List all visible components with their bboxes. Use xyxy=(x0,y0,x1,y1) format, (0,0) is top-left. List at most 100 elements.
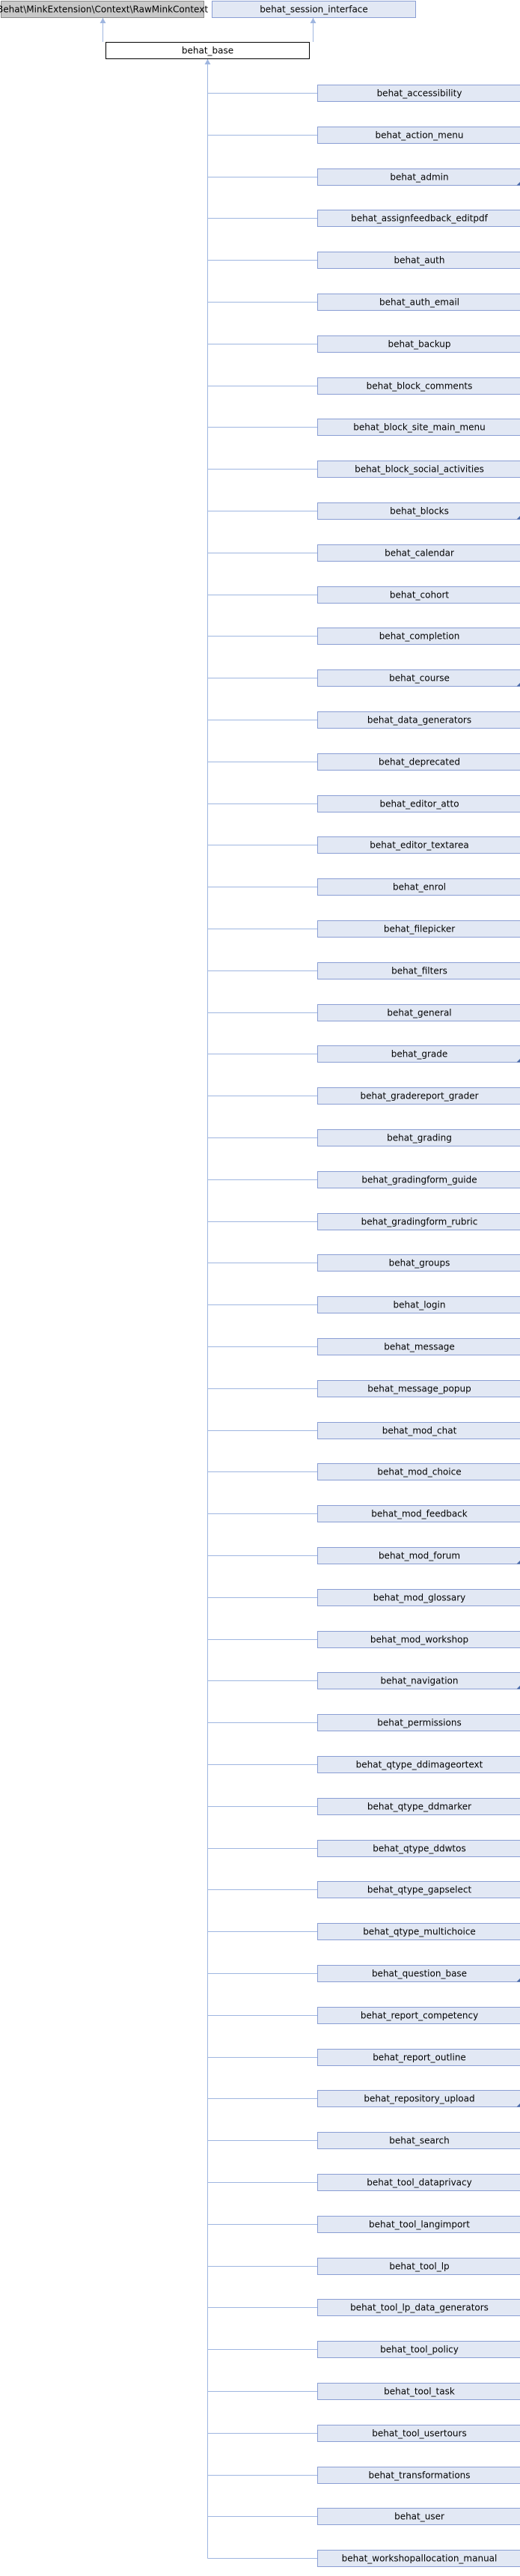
class-node-behat-groups[interactable]: behat_groups xyxy=(317,1254,520,1272)
class-node-behat-assignfeedback-editpdf[interactable]: behat_assignfeedback_editpdf xyxy=(317,210,520,227)
class-node-behat-filepicker[interactable]: behat_filepicker xyxy=(317,920,520,938)
class-node-behat-course[interactable]: behat_course xyxy=(317,669,520,687)
class-node-behat-editor-atto-box[interactable] xyxy=(317,795,520,812)
class-node-behat-question-base[interactable]: behat_question_base xyxy=(317,1965,520,1982)
class-node-behat-action-menu[interactable]: behat_action_menu xyxy=(317,127,520,144)
class-node-behat-tool-dataprivacy-box[interactable] xyxy=(317,2174,520,2191)
class-node-behat-qtype-ddimageortext[interactable]: behat_qtype_ddimageortext xyxy=(317,1756,520,1773)
class-node-behat-tool-task[interactable]: behat_tool_task xyxy=(317,2383,520,2400)
class-node-behat-block-site-main-menu-box[interactable] xyxy=(317,419,520,436)
class-node-behat-base[interactable]: behat_base xyxy=(105,42,310,59)
class-node-behat-editor-atto[interactable]: behat_editor_atto xyxy=(317,795,520,812)
class-node-behat-tool-policy[interactable]: behat_tool_policy xyxy=(317,2341,520,2358)
class-node-behat-qtype-multichoice[interactable]: behat_qtype_multichoice xyxy=(317,1923,520,1940)
class-node-behat-qtype-ddwtos-box[interactable] xyxy=(317,1840,520,1857)
class-node-behat-search-box[interactable] xyxy=(317,2132,520,2149)
class-node-behat-gradingform-rubric[interactable]: behat_gradingform_rubric xyxy=(317,1213,520,1230)
class-node-behat-blocks-box[interactable] xyxy=(317,502,520,520)
class-node-behat-enrol[interactable]: behat_enrol xyxy=(317,878,520,896)
class-node-behat-tool-langimport-box[interactable] xyxy=(317,2216,520,2233)
class-node-behat-assignfeedback-editpdf-box[interactable] xyxy=(317,210,520,227)
class-node-behat-groups-box[interactable] xyxy=(317,1254,520,1272)
class-node-behat-login-box[interactable] xyxy=(317,1296,520,1313)
class-node-behat-qtype-gapselect[interactable]: behat_qtype_gapselect xyxy=(317,1881,520,1898)
class-node-behat-block-site-main-menu[interactable]: behat_block_site_main_menu xyxy=(317,419,520,436)
class-node-behat-data-generators-box[interactable] xyxy=(317,711,520,729)
class-node-behat-tool-dataprivacy[interactable]: behat_tool_dataprivacy xyxy=(317,2174,520,2191)
class-node-behat-search[interactable]: behat_search xyxy=(317,2132,520,2149)
class-node-behat-blocks[interactable]: behat_blocks xyxy=(317,502,520,520)
class-node-behat-mod-forum-box[interactable] xyxy=(317,1547,520,1564)
class-node-behat-calendar-box[interactable] xyxy=(317,544,520,562)
class-node-behat-enrol-box[interactable] xyxy=(317,878,520,896)
class-node-behat-tool-task-box[interactable] xyxy=(317,2383,520,2400)
class-node-behat-auth-email-box[interactable] xyxy=(317,294,520,311)
class-node-raw-mink-context[interactable]: Behat\MinkExtension\Context\RawMinkConte… xyxy=(0,1,208,18)
class-node-behat-workshopallocation-manual[interactable]: behat_workshopallocation_manual xyxy=(317,2550,520,2567)
class-node-behat-grade[interactable]: behat_grade xyxy=(317,1045,520,1063)
class-node-behat-backup[interactable]: behat_backup xyxy=(317,335,520,353)
class-node-behat-tool-usertours[interactable]: behat_tool_usertours xyxy=(317,2425,520,2442)
class-node-behat-qtype-ddmarker-box[interactable] xyxy=(317,1798,520,1815)
class-node-behat-base-box[interactable] xyxy=(105,42,310,59)
class-node-behat-qtype-ddwtos[interactable]: behat_qtype_ddwtos xyxy=(317,1840,520,1857)
class-node-behat-navigation[interactable]: behat_navigation xyxy=(317,1672,520,1689)
class-node-behat-auth-box[interactable] xyxy=(317,252,520,269)
class-node-behat-message-box[interactable] xyxy=(317,1338,520,1355)
class-node-behat-qtype-multichoice-box[interactable] xyxy=(317,1923,520,1940)
class-node-behat-grade-box[interactable] xyxy=(317,1045,520,1063)
class-node-behat-gradingform-guide[interactable]: behat_gradingform_guide xyxy=(317,1171,520,1188)
class-node-behat-gradingform-rubric-box[interactable] xyxy=(317,1213,520,1230)
class-node-behat-grading[interactable]: behat_grading xyxy=(317,1129,520,1146)
class-node-behat-course-box[interactable] xyxy=(317,669,520,687)
class-node-behat-repository-upload[interactable]: behat_repository_upload xyxy=(317,2090,520,2107)
class-node-behat-admin[interactable]: behat_admin xyxy=(317,168,520,186)
class-node-raw-mink-context-box[interactable] xyxy=(1,1,204,18)
class-node-behat-deprecated[interactable]: behat_deprecated xyxy=(317,753,520,771)
class-node-behat-tool-langimport[interactable]: behat_tool_langimport xyxy=(317,2216,520,2233)
class-node-behat-editor-textarea-box[interactable] xyxy=(317,836,520,854)
class-node-behat-mod-chat-box[interactable] xyxy=(317,1422,520,1439)
class-node-behat-report-outline-box[interactable] xyxy=(317,2049,520,2066)
class-node-behat-mod-choice[interactable]: behat_mod_choice xyxy=(317,1463,520,1480)
class-node-behat-block-social-activities-box[interactable] xyxy=(317,461,520,478)
class-node-behat-completion-box[interactable] xyxy=(317,628,520,645)
class-node-behat-tool-lp[interactable]: behat_tool_lp xyxy=(317,2258,520,2275)
class-node-behat-report-competency[interactable]: behat_report_competency xyxy=(317,2007,520,2024)
class-node-behat-mod-glossary-box[interactable] xyxy=(317,1589,520,1606)
class-node-behat-question-base-box[interactable] xyxy=(317,1965,520,1982)
class-node-behat-transformations-box[interactable] xyxy=(317,2467,520,2484)
class-node-behat-report-competency-box[interactable] xyxy=(317,2007,520,2024)
class-node-behat-repository-upload-box[interactable] xyxy=(317,2090,520,2107)
class-node-behat-permissions[interactable]: behat_permissions xyxy=(317,1714,520,1731)
class-node-behat-tool-usertours-box[interactable] xyxy=(317,2425,520,2442)
class-node-behat-block-social-activities[interactable]: behat_block_social_activities xyxy=(317,461,520,478)
class-node-behat-login[interactable]: behat_login xyxy=(317,1296,520,1313)
class-node-behat-mod-choice-box[interactable] xyxy=(317,1463,520,1480)
class-node-behat-workshopallocation-manual-box[interactable] xyxy=(317,2550,520,2567)
class-node-behat-admin-box[interactable] xyxy=(317,168,520,186)
class-node-behat-data-generators[interactable]: behat_data_generators xyxy=(317,711,520,729)
class-node-behat-mod-feedback[interactable]: behat_mod_feedback xyxy=(317,1505,520,1522)
class-node-behat-user-box[interactable] xyxy=(317,2508,520,2525)
class-node-behat-mod-forum[interactable]: behat_mod_forum xyxy=(317,1547,520,1564)
class-node-behat-message-popup-box[interactable] xyxy=(317,1380,520,1397)
class-node-behat-filters[interactable]: behat_filters xyxy=(317,962,520,979)
class-node-behat-navigation-box[interactable] xyxy=(317,1672,520,1689)
class-node-behat-editor-textarea[interactable]: behat_editor_textarea xyxy=(317,836,520,854)
class-node-behat-qtype-gapselect-box[interactable] xyxy=(317,1881,520,1898)
class-node-behat-filepicker-box[interactable] xyxy=(317,920,520,938)
class-node-behat-tool-lp-data-generators[interactable]: behat_tool_lp_data_generators xyxy=(317,2299,520,2316)
class-node-behat-general[interactable]: behat_general xyxy=(317,1004,520,1021)
class-node-behat-auth[interactable]: behat_auth xyxy=(317,252,520,269)
class-node-behat-action-menu-box[interactable] xyxy=(317,127,520,144)
class-node-behat-permissions-box[interactable] xyxy=(317,1714,520,1731)
class-node-behat-message[interactable]: behat_message xyxy=(317,1338,520,1355)
class-node-behat-filters-box[interactable] xyxy=(317,962,520,979)
class-node-behat-block-comments[interactable]: behat_block_comments xyxy=(317,377,520,395)
class-node-behat-session-interface[interactable]: behat_session_interface xyxy=(212,1,416,18)
class-node-behat-accessibility[interactable]: behat_accessibility xyxy=(317,85,520,102)
class-node-behat-general-box[interactable] xyxy=(317,1004,520,1021)
class-node-behat-deprecated-box[interactable] xyxy=(317,753,520,771)
class-node-behat-cohort-box[interactable] xyxy=(317,586,520,604)
